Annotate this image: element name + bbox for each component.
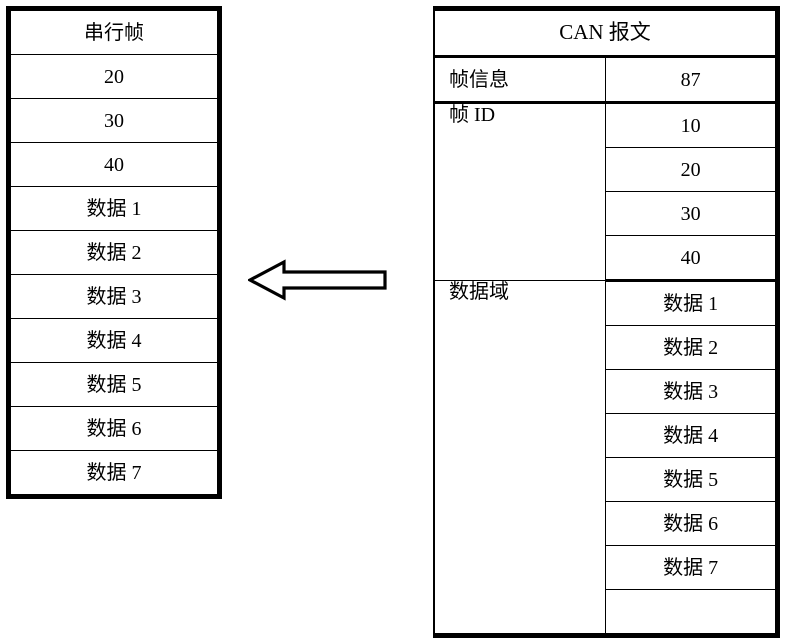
can-field-label-frame-info: 帧信息 (434, 56, 607, 104)
serial-frame-table: 串行帧 20 30 40 数据 1 数据 2 数据 3 数据 4 数据 5 数据… (6, 6, 222, 499)
table-row: 帧信息 87 (434, 56, 778, 104)
table-row: 帧 ID 10 (434, 102, 778, 281)
can-field-label-frame-id: 帧 ID (434, 102, 607, 281)
can-field-value-frame-id-0: 10 (605, 102, 778, 148)
can-field-label-data-field: 数据域 (434, 280, 607, 636)
left-arrow-icon (248, 259, 387, 301)
can-field-value-frame-id-1: 20 (605, 147, 778, 192)
serial-frame-cell-6: 数据 4 (8, 318, 220, 363)
table-row: 数据 4 (8, 318, 220, 363)
arrow-shape (248, 259, 387, 301)
serial-frame-cell-5: 数据 3 (8, 274, 220, 319)
serial-frame-cell-9: 数据 7 (8, 450, 220, 497)
serial-frame-cell-4: 数据 2 (8, 230, 220, 275)
table-row: 数据 6 (8, 406, 220, 451)
can-message-body: CAN 报文 帧信息 87 帧 ID 10 20 30 40 数据域 数据 1 … (434, 8, 778, 636)
can-message-table: CAN 报文 帧信息 87 帧 ID 10 20 30 40 数据域 数据 1 … (433, 6, 780, 638)
table-row: 数据 2 (8, 230, 220, 275)
table-row: 数据 5 (8, 362, 220, 407)
serial-frame-body: 串行帧 20 30 40 数据 1 数据 2 数据 3 数据 4 数据 5 数据… (8, 8, 220, 497)
can-field-value-data-3: 数据 4 (605, 413, 778, 458)
can-field-value-data-4: 数据 5 (605, 457, 778, 502)
serial-frame-title: 串行帧 (8, 8, 220, 55)
can-field-value-data-2: 数据 3 (605, 369, 778, 414)
can-field-value-data-1: 数据 2 (605, 325, 778, 370)
serial-frame-cell-0: 20 (8, 54, 220, 99)
can-field-value-frame-info: 87 (605, 56, 778, 104)
serial-frame-header-row: 串行帧 (8, 8, 220, 55)
can-message-header-row: CAN 报文 (434, 8, 778, 58)
can-field-value-frame-id-2: 30 (605, 191, 778, 236)
serial-frame-cell-1: 30 (8, 98, 220, 143)
can-field-value-data-5: 数据 6 (605, 501, 778, 546)
serial-frame-cell-2: 40 (8, 142, 220, 187)
table-row: 数据 1 (8, 186, 220, 231)
table-row: 数据域 数据 1 (434, 280, 778, 636)
table-row: 20 (434, 147, 778, 192)
table-row: 数据 7 (434, 545, 778, 590)
table-row: 40 (434, 235, 778, 282)
can-field-value-data-7 (605, 589, 778, 636)
table-row: 数据 3 (8, 274, 220, 319)
table-row: 20 (8, 54, 220, 99)
can-field-value-data-0: 数据 1 (605, 280, 778, 326)
can-field-value-data-6: 数据 7 (605, 545, 778, 590)
can-message-title: CAN 报文 (434, 8, 778, 58)
table-row: 40 (8, 142, 220, 187)
can-field-value-frame-id-3: 40 (605, 235, 778, 282)
table-row: 数据 4 (434, 413, 778, 458)
serial-frame-cell-7: 数据 5 (8, 362, 220, 407)
table-row: 数据 7 (8, 450, 220, 497)
serial-frame-cell-8: 数据 6 (8, 406, 220, 451)
table-row: 30 (434, 191, 778, 236)
table-row: 30 (8, 98, 220, 143)
serial-frame-cell-3: 数据 1 (8, 186, 220, 231)
